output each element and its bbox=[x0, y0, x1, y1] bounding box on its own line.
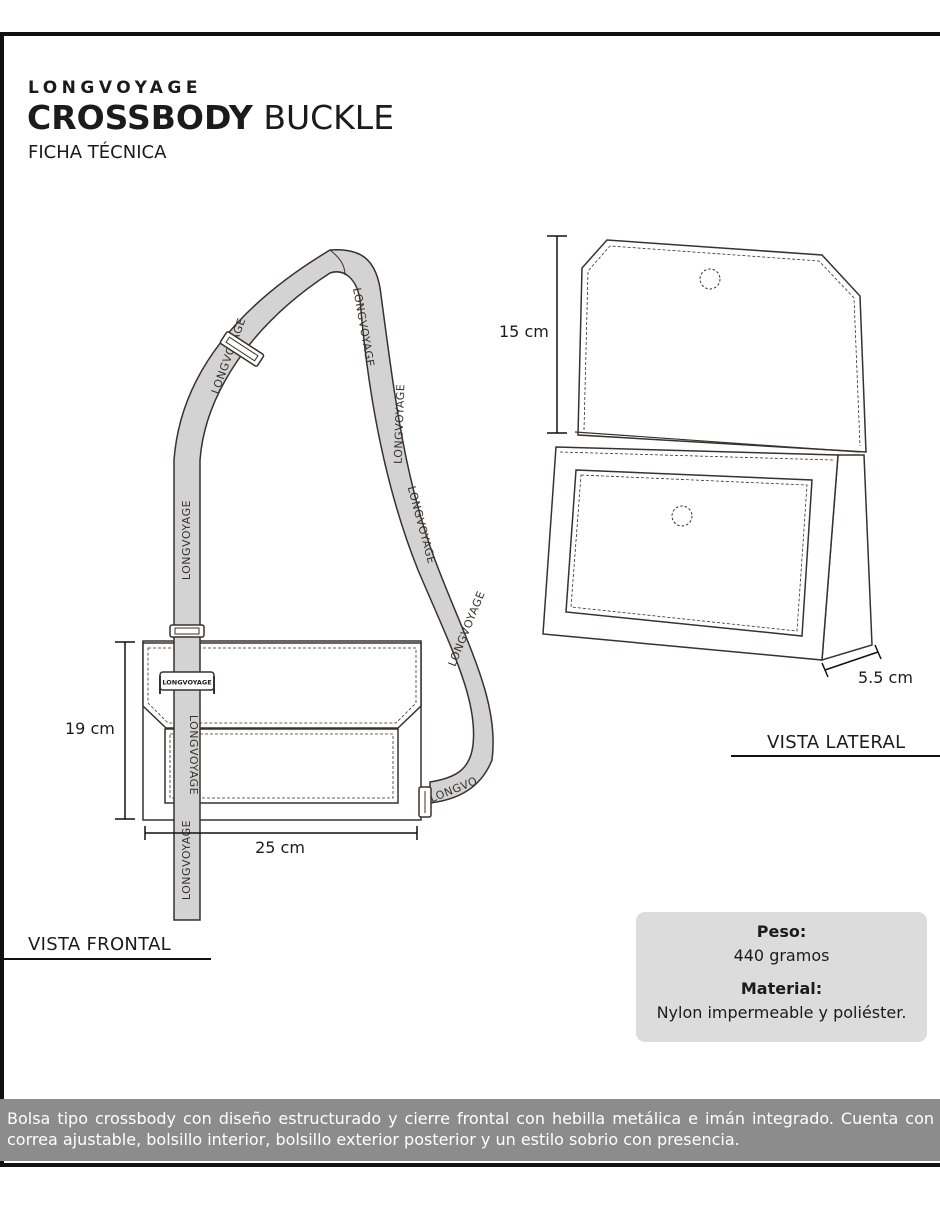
side-flap-height-label: 15 cm bbox=[499, 322, 549, 341]
frame-left-border bbox=[0, 32, 4, 1167]
weight-value: 440 gramos bbox=[733, 946, 830, 965]
material-value: Nylon impermeable y poliéster. bbox=[656, 1003, 907, 1022]
strap-center-seam bbox=[329, 249, 346, 276]
side-body-magnet bbox=[671, 505, 693, 527]
side-inner-pocket bbox=[565, 469, 813, 637]
strap-side-ring bbox=[418, 786, 432, 818]
strap-text-8: LONGVOYAGE bbox=[180, 820, 193, 900]
material-label: Material: bbox=[740, 979, 823, 998]
strap-loop-ring bbox=[169, 624, 205, 638]
front-bag-pocket-stitch bbox=[169, 733, 394, 799]
side-depth-label: 5.5 cm bbox=[858, 668, 913, 687]
side-bag bbox=[542, 239, 873, 662]
side-body-front-stitch bbox=[559, 451, 834, 461]
sheet-subtitle: FICHA TÉCNICA bbox=[28, 142, 167, 163]
side-flap-stitch bbox=[583, 245, 861, 447]
frame-bottom-border bbox=[0, 1163, 940, 1167]
strap-text-4: LONGVOYAGE bbox=[392, 384, 408, 465]
side-flap-open bbox=[577, 239, 867, 453]
side-body-rim bbox=[574, 431, 861, 453]
side-view-label: VISTA LATERAL bbox=[767, 732, 906, 753]
side-depth-line bbox=[824, 651, 879, 671]
brand-name: LONGVOYAGE bbox=[28, 78, 202, 98]
strap-text-1: LONGVOYAGE bbox=[180, 500, 193, 580]
strap-hardware: LONGVOYAGE bbox=[159, 331, 432, 818]
side-view-underline bbox=[731, 755, 940, 757]
front-bag-pocket bbox=[164, 728, 399, 804]
product-title-bold: CROSSBODY bbox=[27, 98, 253, 137]
product-title-regular: BUCKLE bbox=[263, 98, 395, 137]
side-flap-magnet bbox=[699, 268, 721, 290]
front-dimensions bbox=[115, 641, 418, 840]
weight-label: Peso: bbox=[756, 922, 807, 941]
side-dimensions bbox=[547, 235, 882, 678]
product-title: CROSSBODY BUCKLE bbox=[27, 98, 394, 138]
front-view-label: VISTA FRONTAL bbox=[28, 934, 172, 955]
strap-outline bbox=[173, 249, 494, 921]
side-inner-pocket-stitch bbox=[570, 474, 808, 632]
strap-text-7: LONGVOYAGE bbox=[187, 715, 200, 795]
strap-slider bbox=[219, 331, 265, 367]
product-description: Bolsa tipo crossbody con diseño estructu… bbox=[0, 1099, 940, 1161]
front-height-label: 19 cm bbox=[65, 719, 115, 738]
buckle-logo-text: LONGVOYAGE bbox=[162, 679, 211, 687]
spec-box: Peso: 440 gramos Material: Nylon imperme… bbox=[636, 912, 927, 1042]
front-buckle: LONGVOYAGE bbox=[159, 671, 215, 694]
front-view-underline bbox=[0, 958, 211, 960]
front-bag-flap bbox=[142, 642, 422, 729]
front-width-label: 25 cm bbox=[255, 838, 305, 857]
front-bag-flap-stitch bbox=[147, 647, 417, 724]
front-strap bbox=[173, 249, 494, 921]
frame-top-border bbox=[0, 32, 940, 36]
